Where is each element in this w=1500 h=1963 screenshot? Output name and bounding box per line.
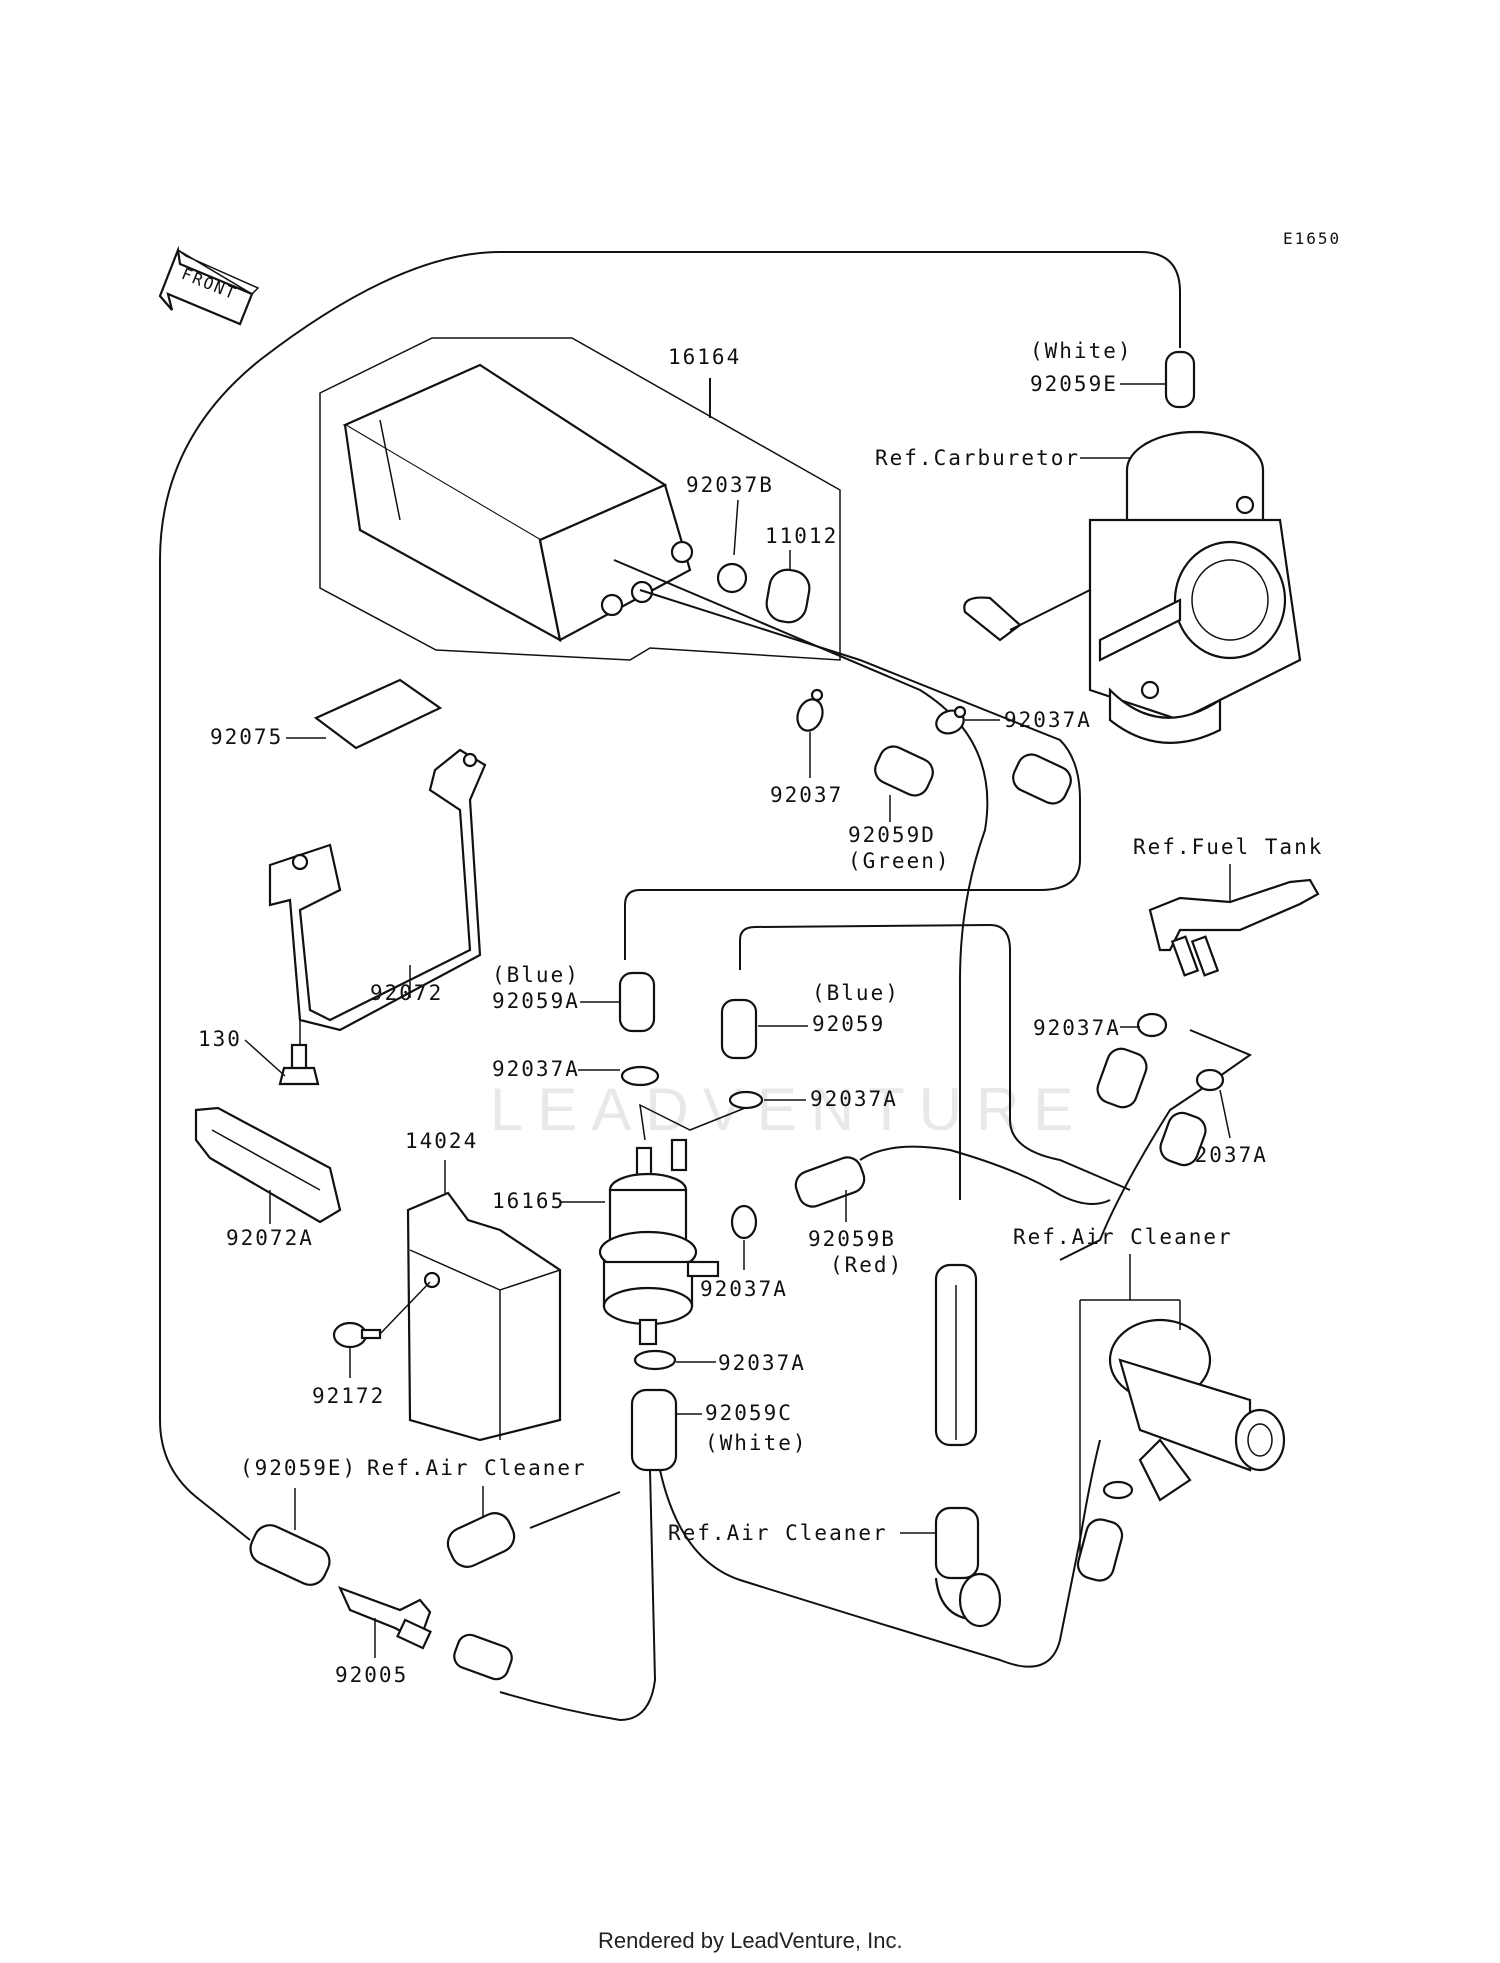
part-label-92059A: 92059A [492,989,580,1013]
ref-carburetor-label: Ref.Carburetor [875,446,1080,470]
part-label-92005: 92005 [335,1663,408,1687]
part-label-92059: 92059 [812,1012,885,1036]
hose-line-top-right [624,589,1081,960]
hose-air-cleaner-right [1076,1518,1124,1582]
part-label-92059D: 92059D [848,823,936,847]
strap-92072A [194,1106,342,1224]
part-label-92037A-fp-bottom: 92037A [700,1277,788,1301]
fuel-tank-fitting [1148,878,1320,977]
hose-line-lower [659,1439,1101,1668]
part-label-92037A-top: 92037A [1004,708,1092,732]
part-label-92059E-paren: (92059E) [240,1456,357,1480]
clip-92037A-lower [633,1349,677,1371]
carburetor [963,430,1302,744]
part-label-92037A-lower: 92037A [718,1351,806,1375]
ref-fuel-tank-label: Ref.Fuel Tank [1133,835,1323,859]
hose-fueltank-joint [1096,1047,1148,1109]
outer-hose-line [159,251,1181,1541]
hose-92059E [1164,350,1196,409]
part-label-white-c: (White) [705,1431,808,1455]
part-label-16164: 16164 [668,345,741,369]
hose-air-cleaner-left [446,1512,516,1568]
hose-92059E-left [249,1524,331,1586]
hose-line-red [859,1145,1111,1205]
clip-92037A-fp-bottom [730,1204,758,1240]
part-label-92037B: 92037B [686,473,774,497]
part-label-92037-top: 92037 [770,783,843,807]
part-label-white-e-color: (White) [1030,339,1133,363]
cover-14024 [406,1191,562,1442]
hose-92037A-joint [1012,753,1072,805]
part-label-92075: 92075 [210,725,283,749]
part-label-92059B: 92059B [808,1227,896,1251]
t-joint-92005 [337,1586,432,1650]
canister-16164: 16164 [319,337,841,661]
part-label-14024: 14024 [405,1129,478,1153]
part-label-92037A-right1: 92037A [1033,1016,1121,1040]
clip-92037A-right1 [1136,1012,1168,1038]
fuel-pump-16165 [598,1138,720,1346]
hose-92059A [618,971,656,1033]
hose-air-joint [1159,1111,1207,1167]
screw-92172 [332,1321,382,1349]
footer-text: Rendered by LeadVenture, Inc. [598,1928,903,1953]
part-label-blue-a: (Blue) [492,963,580,987]
ref-air-cleaner-middle-label: Ref.Air Cleaner [668,1521,888,1545]
part-label-92037A-right-fp: 92037A [810,1087,898,1111]
part-label-green: (Green) [848,849,951,873]
part-label-92059E: 92059E [1030,372,1118,396]
air-cleaner-elbow [934,1506,1002,1628]
ref-air-cleaner-left-label: Ref.Air Cleaner [367,1456,587,1480]
part-label-92072A: 92072A [226,1226,314,1250]
part-label-16165: 16165 [492,1189,565,1213]
hose-line-blue [739,923,1131,1191]
part-label-11012: 11012 [765,524,838,548]
ref-air-cleaner-right-label: Ref.Air Cleaner [1013,1225,1233,1249]
hose-92059D [874,745,934,797]
part-label-92037A-left-fp: 92037A [492,1057,580,1081]
part-label-blue-b: (Blue) [812,981,900,1005]
clip-92037A-right-fp [728,1090,764,1110]
diagram-id: E1650 [1283,229,1341,248]
clip-92037 [796,688,824,732]
front-arrow-icon: FRONT [158,245,260,326]
part-label-92172: 92172 [312,1384,385,1408]
hose-line-bottom-left [499,1469,657,1722]
air-cleaner-right [1102,1318,1286,1502]
hose-92059C [630,1388,678,1472]
clip-92037A-left-fp [620,1065,660,1087]
hose-bottom-small [453,1633,513,1681]
part-label-92072: 92072 [370,981,443,1005]
hose-92059 [720,998,758,1060]
part-label-red: (Red) [830,1253,903,1277]
hose-92059B [794,1156,866,1208]
bolt-130 [278,1043,320,1086]
pad-92075 [313,678,443,750]
part-label-92059C: 92059C [705,1401,793,1425]
watermark-text: LEADVENTURE [490,1076,1087,1143]
clip-92037A-right2 [1195,1068,1225,1092]
clip-92037A-top [935,705,967,735]
part-label-130: 130 [198,1027,242,1051]
hose-line-fueltank-right [1059,1029,1253,1261]
